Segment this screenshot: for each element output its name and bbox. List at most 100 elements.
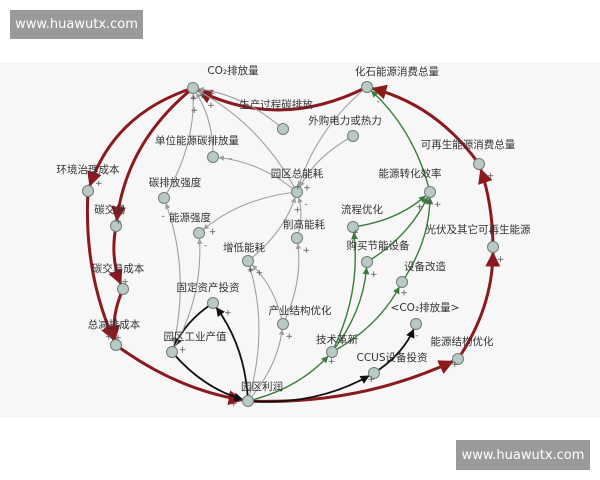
polarity-sign: +	[121, 277, 129, 287]
edge-profit-to-ccus	[247, 375, 370, 403]
node-totalenergy[interactable]	[291, 186, 303, 198]
node-label-renewable: 可再生能源消费总量	[421, 138, 516, 151]
node-cuthigh[interactable]	[291, 232, 303, 244]
edge-processopt-to-efficiency	[352, 195, 427, 228]
polarity-sign: +	[208, 89, 216, 99]
polarity-sign: +	[105, 333, 113, 343]
node-structure[interactable]	[277, 318, 289, 330]
polarity-sign: +	[190, 94, 198, 104]
node-reductioncost[interactable]	[110, 339, 122, 351]
edge-buyequip-to-efficiency	[366, 196, 429, 263]
polarity-sign: +	[294, 183, 302, 193]
node-fossil[interactable]	[361, 81, 373, 93]
polarity-sign: +	[224, 309, 232, 319]
edge-tradecost-to-reductioncost	[105, 288, 125, 341]
node-co2[interactable]	[187, 82, 199, 94]
edge-fossil-to-totalenergy	[297, 86, 368, 187]
polarity-sign: +	[115, 217, 123, 227]
polarity-sign: +	[198, 92, 206, 102]
node-renewable[interactable]	[473, 158, 485, 170]
polarity-sign: +	[285, 332, 293, 342]
node-label-tradecost: 碳交易成本	[92, 262, 145, 275]
node-label-carbonintensity: 碳排放强度	[149, 176, 202, 189]
polarity-sign: +	[368, 375, 376, 385]
edge-reductioncost-to-profit	[115, 343, 244, 406]
node-label-trade: 碳交易	[94, 203, 126, 216]
edge-purchased-to-totalenergy	[299, 135, 354, 188]
edge-structure-to-cuthigh	[282, 243, 302, 325]
edge-output-to-carbonintensity	[165, 203, 181, 353]
node-label-process: 生产过程碳排放	[239, 98, 313, 111]
node-fixedinvest[interactable]	[207, 297, 219, 309]
polarity-sign: +	[190, 106, 198, 116]
edge-co2-to-envcost	[87, 86, 194, 187]
edge-profit-to-structure	[247, 329, 285, 402]
node-innovation[interactable]	[326, 346, 338, 358]
polarity-sign: +	[303, 183, 311, 193]
polarity-sign: -	[162, 211, 165, 221]
polarity-sign: +	[434, 200, 442, 210]
node-purchased[interactable]	[347, 130, 359, 142]
polarity-sign: +	[247, 265, 255, 275]
watermark-top-left: www.huawutx.com	[10, 10, 143, 39]
node-label-unitcarbon: 单位能源碳排放量	[155, 134, 239, 147]
edge-carbonintensity-to-co2	[163, 93, 197, 199]
node-label-output: 园区工业产值	[164, 330, 227, 343]
polarity-sign: +	[303, 246, 311, 256]
node-buyequip[interactable]	[361, 256, 373, 268]
node-addlow[interactable]	[242, 255, 254, 267]
diagram-svg: CO₂排放量化石能源消费总量生产过程碳排放外购电力或热力单位能源碳排放量园区总能…	[57, 64, 531, 410]
polarity-sign: +	[328, 357, 336, 367]
node-label-efficiency: 能源转化效率	[379, 167, 442, 180]
polarity-sign: +	[487, 171, 495, 181]
node-profit[interactable]	[242, 395, 254, 407]
polarity-sign: +	[370, 270, 378, 280]
edge-output-to-profit	[171, 351, 244, 402]
edge-addlow-to-totalenergy	[247, 197, 297, 262]
edge-profit-to-innovation	[247, 355, 329, 402]
node-energyintensity[interactable]	[193, 227, 205, 239]
node-carbonintensity[interactable]	[158, 192, 170, 204]
polarity-sign: +	[294, 205, 302, 215]
node-efficiency[interactable]	[424, 186, 436, 198]
edge-totalenergy-to-co2	[197, 90, 298, 193]
node-label-buyequip: 购买节能设备	[347, 239, 410, 252]
edge-profit-to-addlow	[247, 266, 260, 402]
edge-output-to-energyintensity	[171, 238, 203, 353]
node-energystructure[interactable]	[452, 353, 464, 365]
polarity-sign: +	[230, 400, 238, 410]
polarity-sign: +	[451, 360, 459, 370]
node-label-profit: 园区利润	[241, 380, 283, 393]
edge-process-to-co2	[198, 86, 284, 130]
node-label-addlow: 增低能耗	[223, 241, 265, 254]
polarity-sign: -	[240, 395, 243, 405]
node-co2shadow[interactable]	[410, 318, 422, 330]
node-process[interactable]	[277, 123, 289, 135]
node-processopt[interactable]	[347, 221, 359, 233]
edge-renewable-to-fossil	[371, 84, 481, 165]
polarity-sign: +	[416, 202, 424, 212]
node-trade[interactable]	[110, 220, 122, 232]
polarity-sign: -	[304, 199, 307, 209]
polarity-sign: +	[255, 268, 263, 278]
node-output[interactable]	[166, 346, 178, 358]
edge-energystructure-to-pv	[456, 251, 501, 360]
polarity-sign: +	[425, 196, 433, 206]
polarity-signs: ++++++-+++--++++++++-++++++-++--++++++-+	[95, 86, 504, 410]
edge-innovation-to-processopt	[331, 232, 359, 353]
node-label-co2: CO₂排放量	[207, 64, 259, 77]
edge-envcost-to-reductioncost	[85, 190, 115, 341]
node-envcost[interactable]	[82, 185, 94, 197]
edge-efficiency-to-fossil	[370, 90, 431, 193]
polarity-sign: -	[383, 86, 386, 96]
node-unitcarbon[interactable]	[207, 151, 219, 163]
polarity-sign: -	[229, 154, 232, 164]
node-ccus[interactable]	[368, 367, 380, 379]
edge-fossil-to-co2	[197, 85, 368, 112]
node-label-structure: 产业结构优化	[269, 304, 332, 317]
edge-profit-to-fixedinvest	[215, 307, 249, 402]
node-retrofit[interactable]	[396, 276, 408, 288]
node-pv[interactable]	[487, 241, 499, 253]
node-tradecost[interactable]	[117, 283, 129, 295]
edge-innovation-to-retrofit	[331, 286, 400, 353]
